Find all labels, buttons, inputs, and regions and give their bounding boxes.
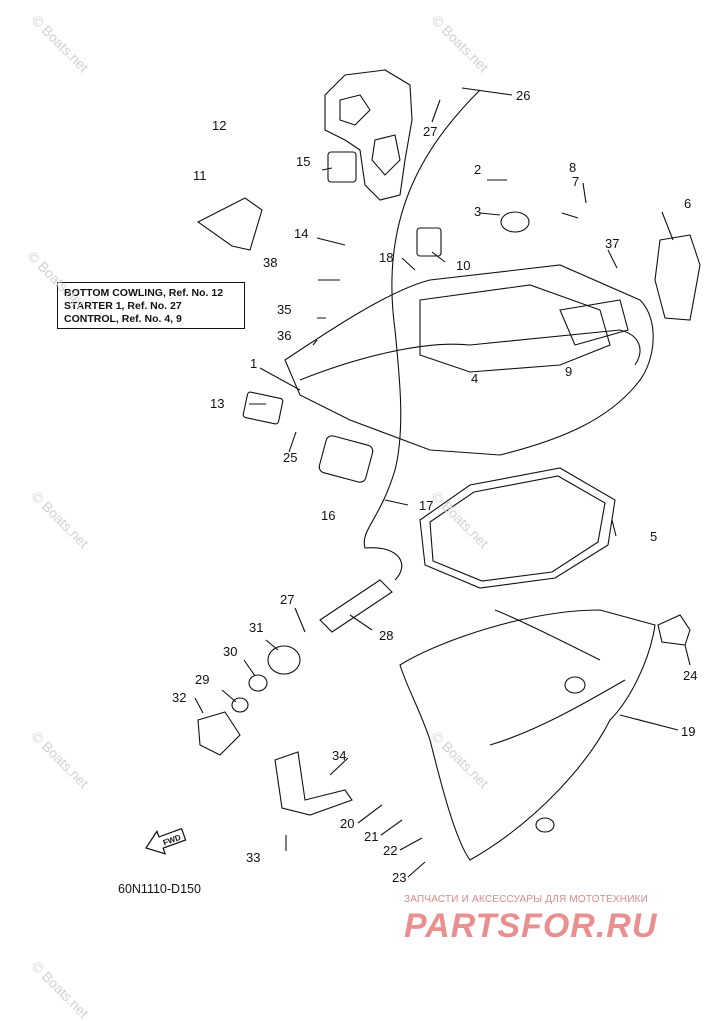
callout-29: 29 — [195, 672, 209, 687]
callout-15: 15 — [296, 154, 310, 169]
callout-7: 7 — [572, 174, 579, 189]
note-line: STARTER 1, Ref. No. 27 — [64, 300, 182, 312]
apron-inner — [489, 609, 626, 746]
part-32 — [197, 711, 241, 756]
callout-4: 4 — [471, 371, 478, 386]
diagram-code: 60N1110-D150 — [118, 882, 201, 896]
callout-36: 36 — [277, 328, 291, 343]
part-6 — [654, 234, 701, 321]
callout-25: 25 — [283, 450, 297, 465]
callout-16: 16 — [321, 508, 335, 523]
note-line: BOTTOM COWLING, Ref. No. 12 — [64, 287, 224, 299]
part-15 — [327, 151, 357, 183]
bracket-34 — [274, 751, 353, 816]
callout-33: 33 — [246, 850, 260, 865]
callout-9: 9 — [565, 364, 572, 379]
bottom-cowling-rim — [299, 329, 641, 381]
callout-labels: 1 2 3 4 5 6 7 8 9 10 11 12 13 14 15 16 1… — [172, 88, 697, 885]
callout-1: 1 — [250, 356, 257, 371]
callout-11: 11 — [193, 168, 207, 183]
callout-18: 18 — [379, 250, 393, 265]
leader-lines — [194, 87, 691, 878]
gasket — [419, 467, 616, 589]
bottom-cowling — [284, 264, 654, 456]
callout-28: 28 — [379, 628, 393, 643]
callout-23: 23 — [392, 870, 406, 885]
starter-unit — [324, 69, 413, 201]
cowling-inner — [419, 284, 611, 373]
callout-27-bottom: 27 — [280, 592, 294, 607]
brand-logo[interactable]: PARTSFOR.RU — [404, 907, 658, 945]
apron — [399, 609, 656, 861]
bracket-11 — [196, 197, 263, 251]
callout-13: 13 — [210, 396, 224, 411]
part-3 — [500, 211, 530, 233]
callout-3: 3 — [474, 204, 481, 219]
callout-10: 10 — [456, 258, 470, 273]
plug-24 — [657, 614, 691, 646]
bracket-right — [559, 299, 629, 346]
callout-37: 37 — [605, 236, 619, 251]
callout-8: 8 — [569, 160, 576, 175]
callout-31: 31 — [249, 620, 263, 635]
callout-2: 2 — [474, 162, 481, 177]
part-31 — [267, 645, 301, 675]
wire — [363, 89, 481, 581]
part-10 — [416, 227, 442, 257]
reference-note-box: BOTTOM COWLING, Ref. No. 12 STARTER 1, R… — [57, 282, 245, 329]
part-30 — [248, 674, 268, 692]
gasket-inner — [429, 475, 606, 582]
note-line: CONTROL, Ref. No. 4, 9 — [64, 313, 182, 325]
callout-5: 5 — [650, 529, 657, 544]
grommet-28 — [319, 579, 393, 633]
parts-diagram: FWD 1 2 3 4 5 6 7 8 9 10 11 12 13 14 15 … — [145, 69, 701, 885]
callout-24: 24 — [683, 668, 697, 683]
callout-17: 17 — [419, 498, 433, 513]
callout-22: 22 — [383, 843, 397, 858]
apron-hole — [564, 676, 586, 694]
callout-19: 19 — [681, 724, 695, 739]
callout-21: 21 — [364, 829, 378, 844]
apron-hole-lower — [535, 817, 555, 833]
callout-38: 38 — [263, 255, 277, 270]
brand-tagline: ЗАПЧАСТИ И АКСЕССУАРЫ ДЛЯ МОТОТЕХНИКИ — [404, 894, 649, 905]
part-13 — [242, 391, 284, 425]
fwd-arrow: FWD — [145, 827, 187, 855]
part-29 — [231, 697, 249, 713]
callout-34: 34 — [332, 748, 346, 763]
callout-12: 12 — [212, 118, 226, 133]
starter-detail — [339, 94, 401, 176]
callout-35: 35 — [277, 302, 291, 317]
callout-14: 14 — [294, 226, 308, 241]
callout-30: 30 — [223, 644, 237, 659]
plate-16 — [318, 435, 374, 483]
callout-32: 32 — [172, 690, 186, 705]
callout-6: 6 — [684, 196, 691, 211]
callout-20: 20 — [340, 816, 354, 831]
callout-27-top: 27 — [423, 124, 437, 139]
callout-26: 26 — [516, 88, 530, 103]
